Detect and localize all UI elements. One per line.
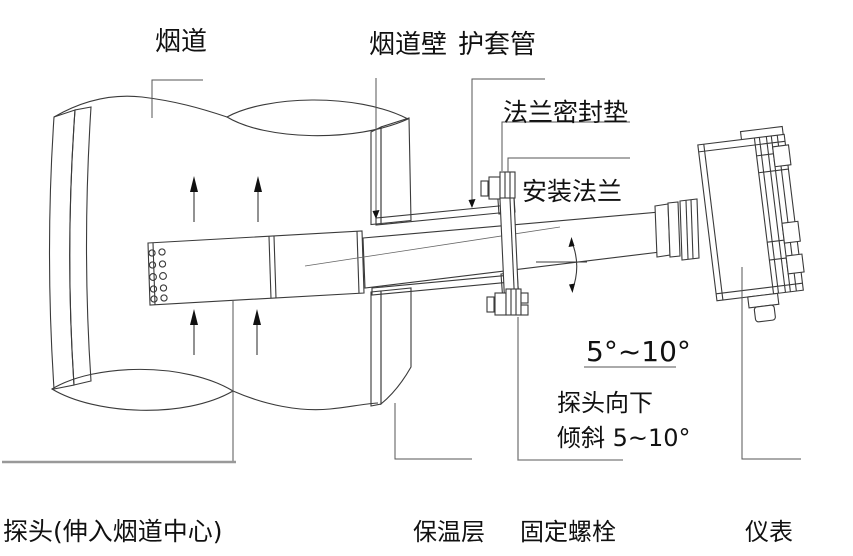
- probe-vent-holes: [148, 248, 168, 303]
- left-wall-insulation-hatch: [48, 109, 76, 390]
- probe-joint-line-1: [268, 236, 272, 299]
- instrument-head: [654, 125, 805, 323]
- label-insulation-layer: 保温层: [413, 518, 485, 546]
- label-probe-note: 探头(伸入烟道中心): [3, 517, 223, 546]
- flange-inner-line: [508, 176, 516, 310]
- label-mounting-flange: 安装法兰: [522, 177, 622, 206]
- probe-centerline: [304, 226, 561, 267]
- top-wave-line: [53, 95, 228, 118]
- label-instrument: 仪表: [745, 518, 793, 546]
- flow-arrow-icon: [253, 309, 261, 325]
- leader-flange-gasket: [501, 121, 630, 171]
- flow-arrow-icon: [190, 176, 198, 192]
- tilt-angle-indicator: [536, 237, 587, 293]
- label-tilt-note-2: 倾斜 5~10°: [557, 424, 691, 452]
- leader-arrow-icon: [372, 210, 380, 219]
- leader-lines: [2, 78, 801, 464]
- label-tilt-note-1: 探头向下: [557, 389, 653, 417]
- connector-plate-2: [667, 201, 681, 258]
- duct-right-wall: [370, 117, 412, 407]
- probe-assembly: [147, 211, 661, 306]
- bottom-wave-line: [232, 390, 379, 411]
- right-wall-lower-insulation: [380, 287, 412, 406]
- box-clamp-top: [771, 144, 792, 168]
- fixing-bolt-bottom: [486, 288, 529, 316]
- label-flange-gasket: 法兰密封垫: [503, 98, 628, 127]
- probe-joint-line-2: [273, 236, 277, 299]
- angle-arrow-up-icon: [568, 237, 575, 247]
- label-protective-sleeve: 护套管: [458, 30, 536, 60]
- left-wall-brick-layer: [69, 106, 92, 386]
- right-wall-lower-brick: [370, 290, 382, 407]
- right-wall-upper-insulation: [380, 117, 412, 225]
- leader-mounting-flange: [507, 157, 630, 172]
- flow-arrow-icon: [190, 309, 198, 325]
- connector-nut: [679, 198, 700, 261]
- label-fixing-bolt: 固定螺栓: [520, 518, 616, 546]
- duct-top-boundary: [53, 95, 410, 137]
- leader-arrow-icon: [468, 199, 476, 208]
- probe-body: [147, 230, 365, 306]
- leader-fixing-bolt: [517, 317, 623, 461]
- probe-step-line: [356, 231, 360, 294]
- duct-left-wall: [48, 106, 92, 390]
- flue-gas-flow-arrows: [190, 176, 262, 355]
- text-labels: 烟道 烟道壁 护套管 法兰密封垫 安装法兰 5°~10° 探头向下 倾斜 5~1…: [3, 27, 793, 546]
- bottom-break-lens-hatch: [50, 368, 235, 411]
- top-break-lens-hatch: [225, 99, 410, 137]
- label-flue-duct-wall: 烟道壁: [369, 30, 447, 60]
- instrument-box: [697, 125, 805, 323]
- box-clamp-middle: [781, 220, 801, 244]
- label-angle-value: 5°~10°: [586, 335, 691, 368]
- leader-insulation: [394, 403, 472, 460]
- angle-arrow-down-icon: [569, 283, 575, 293]
- leader-protective-sleeve: [471, 78, 545, 204]
- duct-bottom-boundary: [50, 368, 379, 411]
- leader-flue-duct: [151, 79, 203, 118]
- flow-arrow-icon: [254, 176, 262, 192]
- cable-gland-nut: [753, 304, 776, 323]
- connector-plate-1: [654, 203, 671, 258]
- leader-instrument: [741, 267, 801, 460]
- label-flue-duct: 烟道: [155, 27, 207, 57]
- fixing-bolt-top: [480, 171, 516, 200]
- box-clamp-bottom: [785, 253, 805, 275]
